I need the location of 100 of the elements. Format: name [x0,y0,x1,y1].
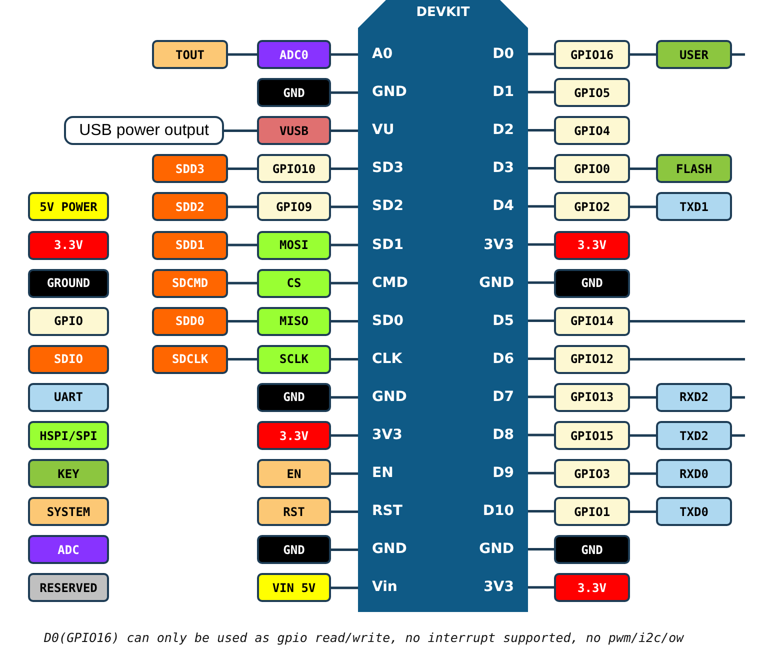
pin-wire [528,510,554,512]
pin-function-box: GPIO2 [554,192,630,222]
pin-label: GND [358,384,414,409]
pin-label: 3V3 [472,575,528,600]
pin-function-box: SDD2 [152,192,228,222]
legend-key: ADC [28,535,109,564]
pin-label: GND [358,80,414,104]
pin-wire [630,434,656,437]
pin-label: D4 [472,194,528,218]
pin-wire [528,205,554,208]
legend-key: 5V POWER [28,192,109,222]
pin-wire [528,358,554,360]
pin-wire [331,358,358,361]
pin-function-box: RXD0 [656,459,732,488]
pin-function-box: SDD0 [152,306,228,336]
pin-wire [630,510,656,513]
pin-wire [732,53,745,56]
pin-function-box: GPIO15 [554,421,630,450]
legend-key: HSPI/SPI [28,421,109,450]
pin-wire [630,358,745,361]
pin-function-box: GPIO12 [554,344,630,374]
pin-label: RST [358,499,414,524]
pin-function-box: GPIO0 [554,154,630,184]
pin-function-box: GND [257,535,331,564]
pin-wire [331,168,358,170]
pin-wire [528,167,554,170]
pin-label: D6 [472,346,528,371]
pin-function-box: FLASH [656,154,732,184]
pin-function-box: GPIO13 [554,382,630,412]
pin-label: CMD [358,270,414,295]
pin-wire [228,168,257,170]
pin-function-box: 3.3V [554,230,630,260]
pin-wire [630,53,656,56]
pin-function-box: TXD2 [656,421,732,450]
legend-key: UART [28,382,109,412]
pin-function-box: ADC0 [257,40,331,69]
pin-function-box: GND [257,382,331,412]
pin-function-box: GPIO9 [257,192,331,222]
pin-label: GND [358,537,414,562]
pin-function-box: CS [257,268,331,298]
pin-wire [528,52,554,56]
pin-function-box: TOUT [152,40,228,69]
pin-function-box: USER [656,40,732,69]
pin-wire [331,510,358,513]
pin-label: SD2 [358,194,414,218]
pin-label: D5 [472,308,528,333]
pin-label: D3 [472,156,528,180]
pin-label: D2 [472,118,528,142]
caption: D0(GPIO16) can only be used as gpio read/write, no interrupt supported, no pwm/i2c/ow [44,630,684,645]
pin-function-box: SDD1 [152,230,228,260]
pin-label: 3V3 [472,232,528,256]
pin-wire [630,168,656,170]
legend-key: GROUND [28,268,109,298]
pin-function-box: TXD1 [656,192,732,222]
pin-function-box: GPIO5 [554,78,630,108]
pin-label: Vin [358,575,414,600]
legend-key: SDIO [28,344,109,374]
pin-wire [331,282,358,284]
pin-wire [630,396,656,399]
pin-label: D8 [472,423,528,447]
pin-label: D7 [472,384,528,409]
pin-wire [228,320,257,322]
pin-function-box: GPIO16 [554,40,630,69]
legend-key: SYSTEM [28,497,109,526]
pin-function-box: GPIO1 [554,497,630,526]
pin-wire [228,53,257,56]
pin-wire [228,282,257,284]
pin-wire [331,206,358,208]
pin-wire [224,129,257,132]
pin-wire [331,434,358,437]
pin-function-box: 3.3V [554,573,630,602]
pin-function-box: RST [257,497,331,526]
pin-wire [528,472,554,474]
pin-function-box: EN [257,459,331,488]
pin-wire [528,281,554,284]
pin-function-box: TXD0 [656,497,732,526]
legend-key: KEY [28,459,109,488]
pin-label: SD3 [358,156,414,180]
pin-wire [228,244,257,246]
pin-function-box: GPIO14 [554,306,630,336]
legend-key: 3.3V [28,230,109,260]
pin-label: D10 [472,499,528,524]
pin-wire [528,243,554,246]
pin-wire [331,548,358,552]
board-outline [358,0,528,612]
pin-wire [331,472,358,475]
pin-function-box: GND [257,78,331,108]
pin-wire [331,129,358,132]
pin-label: GND [472,537,528,562]
pin-function-box: GND [554,268,630,298]
pin-wire [228,206,257,208]
pin-function-box: VIN 5V [257,573,331,602]
pin-wire [630,320,745,322]
pin-label: D9 [472,461,528,486]
pin-function-box: SCLK [257,344,331,374]
pin-wire [331,53,358,56]
pin-wire [630,472,656,475]
pin-label: VU [358,118,414,142]
pin-label: GND [472,270,528,295]
board-title: DEVKIT [415,5,471,20]
